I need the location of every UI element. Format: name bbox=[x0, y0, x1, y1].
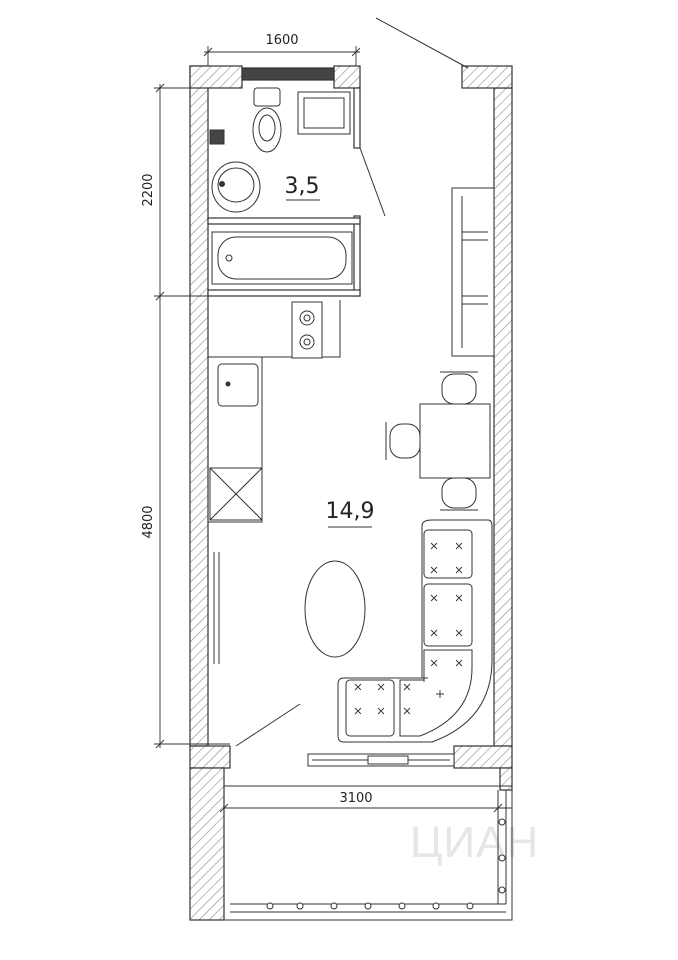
area-bathroom: 3,5 bbox=[285, 174, 320, 199]
balcony-doorway bbox=[307, 753, 455, 767]
top-wall-right bbox=[333, 65, 361, 89]
bath-wall-right-upper bbox=[353, 87, 361, 149]
chair-bottom bbox=[441, 477, 477, 509]
dim-top-width: 1600 bbox=[265, 33, 298, 48]
balcony-right-stub bbox=[499, 767, 513, 791]
kitchen bbox=[208, 300, 341, 523]
balcony-left-wall bbox=[189, 767, 225, 921]
bath-inner-wall bbox=[207, 217, 361, 225]
area-main-room: 14,9 bbox=[326, 499, 375, 524]
bath-wall-right-lower bbox=[353, 215, 361, 297]
walls bbox=[189, 65, 513, 921]
top-wall-left bbox=[189, 65, 243, 89]
bath-partition bbox=[207, 289, 361, 297]
toilet-tank bbox=[253, 87, 281, 107]
right-wall bbox=[493, 87, 513, 747]
dimension-lines bbox=[154, 46, 512, 813]
bottom-wall-left bbox=[189, 745, 231, 769]
dining-table bbox=[419, 403, 491, 479]
watermark-text: ЦИАН bbox=[410, 818, 539, 867]
dim-bathroom-height: 2200 bbox=[141, 173, 156, 206]
chair-top bbox=[441, 373, 477, 405]
dining-set bbox=[385, 371, 491, 511]
riser bbox=[209, 129, 225, 145]
balcony-door bbox=[235, 703, 301, 747]
balcony bbox=[223, 785, 513, 921]
chair-left bbox=[389, 423, 421, 459]
kitchen-counter bbox=[208, 356, 263, 523]
stove bbox=[291, 301, 323, 359]
bathroom-fixtures bbox=[209, 87, 353, 285]
kitchen-sink bbox=[217, 363, 259, 407]
bathroom-door bbox=[359, 147, 386, 217]
dim-balcony-width: 3100 bbox=[339, 791, 372, 806]
wardrobe bbox=[451, 187, 495, 357]
vent-duct bbox=[241, 67, 335, 81]
bottom-wall-right bbox=[453, 745, 513, 769]
right-wall-top bbox=[461, 65, 513, 89]
left-wall-window bbox=[213, 552, 220, 664]
corner-sofa bbox=[337, 519, 493, 743]
entrance-door bbox=[375, 17, 469, 69]
left-wall bbox=[189, 65, 209, 747]
coffee-table bbox=[304, 560, 366, 658]
dim-room-height: 4800 bbox=[141, 505, 156, 538]
